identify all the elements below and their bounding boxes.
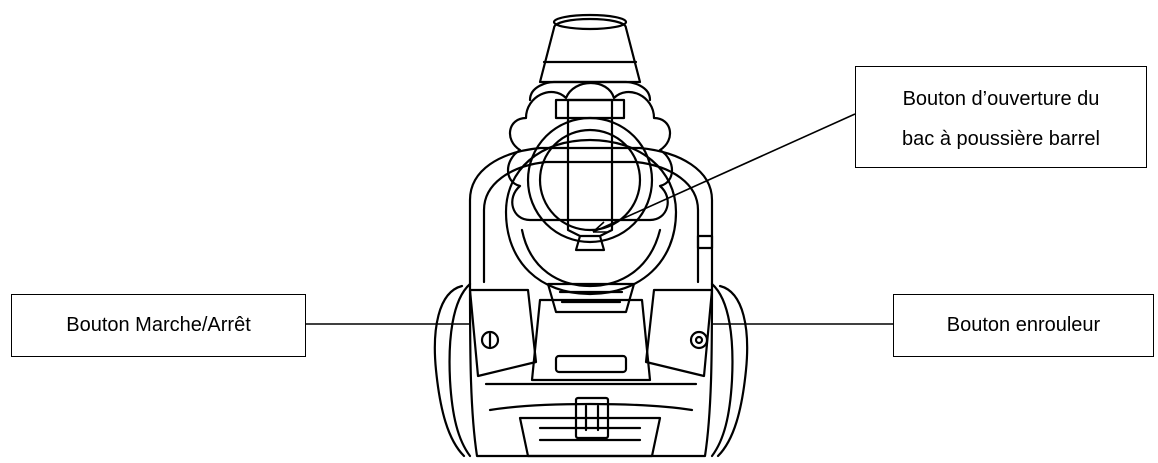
cyclone-lobes — [506, 82, 674, 222]
left-panel — [468, 288, 538, 378]
rear-vent — [518, 416, 662, 458]
power-button-icon — [480, 330, 500, 350]
arrowhead-dustbin — [592, 221, 607, 233]
dust-level-window — [546, 282, 636, 314]
cyclone-disc — [526, 116, 654, 244]
hose-inlet — [538, 17, 642, 84]
cord-plug — [574, 396, 610, 440]
label-dustbin-line1: Bouton d’ouverture du — [902, 88, 1100, 110]
label-dustbin-button: Bouton d’ouverture du bac à poussière ba… — [855, 66, 1147, 168]
right-panel — [644, 288, 714, 378]
center-slot — [554, 354, 628, 374]
reel-button-icon — [689, 330, 709, 350]
label-reel-button: Bouton enrouleur — [893, 294, 1154, 357]
label-power-button: Bouton Marche/Arrêt — [11, 294, 306, 357]
left-wheel — [433, 284, 466, 458]
leader-line-dustbin — [592, 113, 856, 233]
label-dustbin-line2: bac à poussière barrel — [902, 128, 1100, 150]
right-wheel — [716, 284, 749, 458]
